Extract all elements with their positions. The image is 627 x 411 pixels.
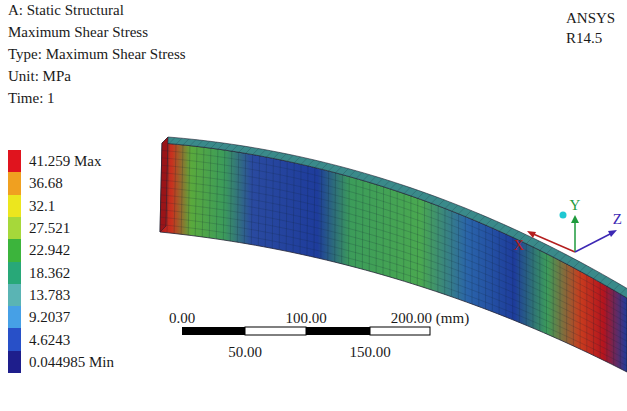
z-arrowhead	[608, 230, 617, 237]
beam-top	[162, 137, 627, 298]
mesh-line	[161, 173, 627, 323]
mesh-line	[161, 195, 627, 341]
scale-value: 0.00	[169, 309, 195, 327]
software-name: ANSYS	[566, 9, 615, 27]
legend-value: 41.259 Max	[29, 152, 102, 170]
legend-value: 36.68	[29, 174, 63, 192]
software-version: R14.5	[566, 29, 602, 47]
scale-segment	[370, 327, 430, 335]
legend-value: 27.521	[29, 219, 70, 237]
scale-value: 50.00	[228, 343, 262, 361]
axis-label: X	[514, 236, 525, 254]
axis-label: Z	[613, 210, 622, 228]
view-dot	[560, 212, 567, 219]
legend-value: 13.783	[29, 286, 70, 304]
z-axis	[575, 233, 612, 252]
legend-swatch	[8, 284, 21, 307]
legend-swatch	[8, 217, 21, 240]
legend-swatch	[8, 306, 21, 329]
scale-value: 200.00 (mm)	[391, 309, 469, 327]
legend-swatch	[8, 195, 21, 218]
legend-swatch	[8, 239, 21, 262]
x-axis	[531, 233, 575, 252]
x-arrowhead	[527, 231, 536, 238]
y-arrowhead	[571, 215, 579, 223]
result-unit: Unit: MPa	[8, 67, 71, 85]
legend-swatch	[8, 172, 21, 195]
result-time: Time: 1	[8, 89, 55, 107]
scale-value: 150.00	[349, 343, 390, 361]
axis-label: Y	[570, 196, 581, 214]
legend-value: 22.942	[29, 241, 70, 259]
beam-model	[160, 137, 627, 372]
legend-swatch	[8, 150, 21, 173]
analysis-title: A: Static Structural	[8, 1, 124, 19]
legend-value: 9.2037	[29, 308, 70, 326]
legend-value: 18.362	[29, 264, 70, 282]
y-axis	[574, 220, 576, 252]
legend-value: 0.044985 Min	[29, 353, 114, 371]
scale-value: 100.00	[285, 309, 326, 327]
mesh-line	[161, 188, 627, 336]
mesh-line	[161, 180, 627, 329]
scale-segment	[245, 327, 306, 335]
result-type: Type: Maximum Shear Stress	[8, 45, 186, 63]
mesh-line	[160, 217, 627, 359]
mesh-line	[160, 225, 627, 366]
scale-segment	[182, 327, 245, 335]
legend-swatch	[8, 328, 21, 351]
legend-swatch	[8, 351, 21, 374]
scale-bar	[182, 327, 430, 335]
legend-value: 4.6243	[29, 331, 70, 349]
result-name: Maximum Shear Stress	[8, 23, 148, 41]
scale-segment	[306, 327, 370, 335]
axis-triad	[527, 212, 617, 253]
mesh-line	[162, 165, 627, 316]
legend-swatch	[8, 262, 21, 285]
legend-value: 32.1	[29, 197, 55, 215]
